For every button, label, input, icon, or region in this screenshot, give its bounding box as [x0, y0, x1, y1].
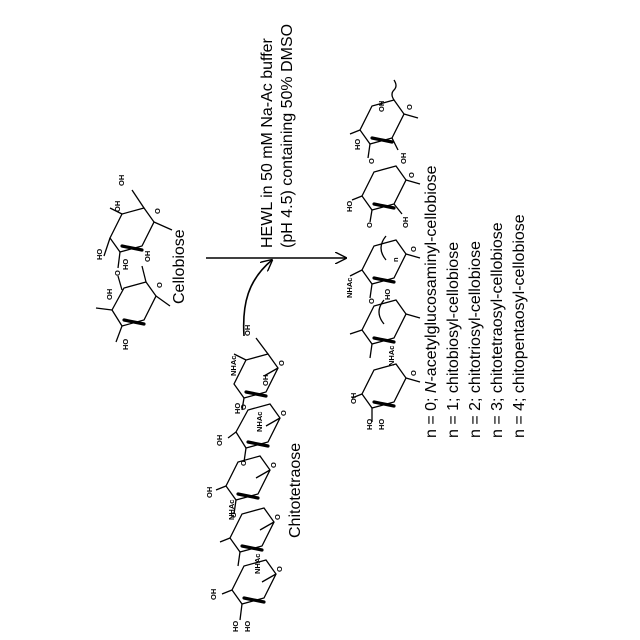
chitotetraose-atom: HO [231, 621, 240, 632]
chitotetraose-atom: OH [261, 375, 270, 386]
chitotetraose-atom: O [229, 512, 238, 518]
chitotetraose-atom: O [279, 410, 288, 416]
product-atom: O [407, 172, 416, 178]
cellobiose-atom: HO [95, 249, 104, 260]
chitotetraose-atom: OH [215, 435, 224, 446]
legend-entry-n2: n = 2; chitotriosyl-cellobiose [467, 241, 484, 438]
cellobiose-atom: HO [121, 339, 130, 350]
chitotetraose-atom: O [239, 404, 248, 410]
product-atom: NHAc [387, 346, 396, 366]
cellobiose-atom: OH [113, 201, 122, 212]
product-atom: HO [365, 419, 374, 430]
cellobiose-atom: OH [117, 175, 126, 186]
product-atom: OH [377, 101, 386, 112]
product-atom: OH [401, 217, 410, 228]
product-atom: O [365, 222, 374, 228]
cellobiose-atom: HO [121, 259, 130, 270]
cellobiose-label: Cellobiose [171, 229, 188, 304]
legend-entry-n3: n = 3; chitotetraosyl-cellobiose [489, 222, 506, 438]
product-legend: n = 0; N-acetylglucosaminyl-cellobiose n… [423, 165, 528, 438]
product-atom: HO [377, 419, 386, 430]
product-atom: O [409, 370, 418, 376]
product-atom: O [409, 246, 418, 252]
cellobiose-atom: O [113, 270, 122, 276]
product-atom: O [367, 158, 376, 164]
product-structure: OH O HO OH O HO O OH O n NHAc HO O O NHA… [345, 80, 420, 430]
chitotetraose-atom: HO [243, 621, 252, 632]
chitotetraose-atom: NHAc [229, 356, 238, 376]
cellobiose-atom: O [155, 282, 164, 288]
product-atom: O [367, 298, 376, 304]
cellobiose-atom: OH [105, 289, 114, 300]
conditions-line-2: (pH 4.5) containing 50% DMSO [279, 24, 296, 248]
chitotetraose-atom: OH [209, 589, 218, 600]
chitotetraose-atom: O [277, 360, 286, 366]
curved-arrow [244, 260, 272, 336]
cellobiose-atom: OH [143, 251, 152, 262]
chitotetraose-atom: O [275, 566, 284, 572]
product-atom: O [405, 104, 414, 110]
cellobiose-structure: OH O OH HO HO OH O O HO OH Cellobiose [95, 175, 188, 350]
chitotetraose-atom: OH [205, 487, 214, 498]
product-atom: OH [349, 393, 358, 404]
product-atom: n [391, 257, 400, 262]
chitotetraose-atom: O [239, 460, 248, 466]
product-atom: HO [353, 139, 362, 150]
cellobiose-atom: O [153, 208, 162, 214]
conditions-line-1: HEWL in 50 mM Na-Ac buffer [259, 37, 276, 248]
legend-entry-n1: n = 1; chitobiosyl-cellobiose [445, 242, 462, 438]
chitotetraose-label: Chitotetraose [287, 443, 304, 538]
chitotetraose-atom: O [273, 514, 282, 520]
reaction-arrows [206, 258, 346, 336]
chitotetraose-atom: NHAc [253, 554, 262, 574]
chitotetraose-atom: NHAc [255, 412, 264, 432]
product-atom: HO [383, 289, 392, 300]
legend-entry-n4: n = 4; chitopentaosyl-cellobiose [511, 214, 528, 438]
chitotetraose-atom: O [269, 462, 278, 468]
legend-entry-n0: n = 0; N-acetylglucosaminyl-cellobiose [423, 165, 440, 438]
product-atom: NHAc [345, 278, 354, 298]
reaction-conditions: HEWL in 50 mM Na-Ac buffer (pH 4.5) cont… [259, 24, 296, 248]
product-atom: HO [345, 201, 354, 212]
chitotetraose-structure: NHAc OH OH O HO O NHAc O OH O NHAc O OH … [205, 325, 304, 632]
product-atom: OH [399, 153, 408, 164]
